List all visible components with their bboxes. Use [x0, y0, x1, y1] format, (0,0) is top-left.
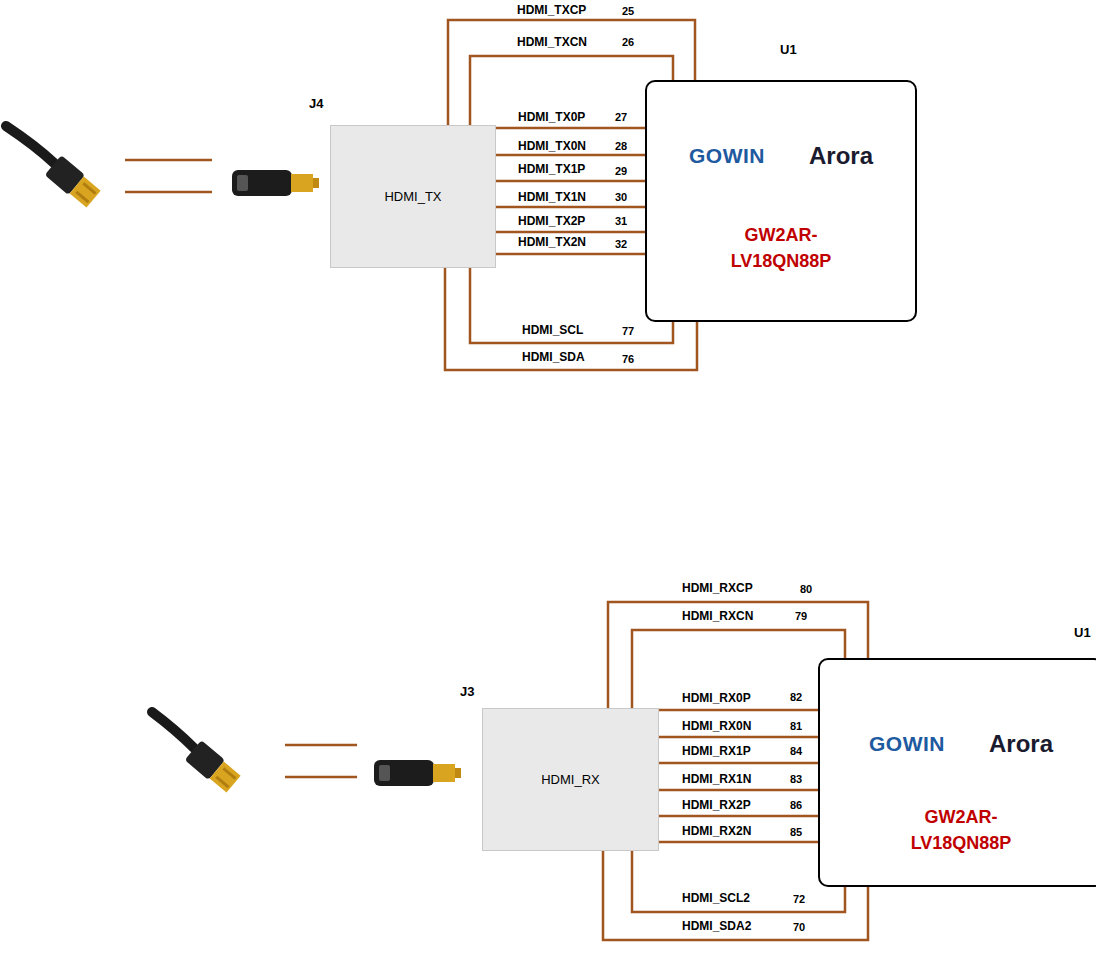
- series-logo: Arora: [989, 730, 1053, 758]
- pin-number: 27: [615, 111, 627, 124]
- pin-number: 85: [790, 826, 802, 839]
- pin-number: 86: [790, 799, 802, 812]
- brand-logo: GOWIN: [689, 144, 765, 168]
- cable-line: [285, 744, 357, 747]
- pin-number: 79: [795, 610, 807, 623]
- hdmi-adapter: [232, 170, 319, 196]
- signal-wire: [632, 630, 845, 708]
- signal-wire: [659, 736, 818, 739]
- pin-number: 72: [793, 893, 805, 906]
- part-number: GW2AR- LV18QN88P: [716, 222, 846, 274]
- signal-name: HDMI_TXCN: [517, 36, 587, 49]
- signal-name: HDMI_SCL: [522, 324, 583, 337]
- hdmi-cable: [152, 712, 242, 794]
- pin-number: 70: [793, 921, 805, 934]
- part-number: GW2AR- LV18QN88P: [896, 804, 1026, 856]
- fpga-chip: GOWINAroraGW2AR- LV18QN88PU1: [818, 658, 1096, 887]
- pin-number: 82: [790, 691, 802, 704]
- signal-name: HDMI_TX1P: [518, 163, 585, 176]
- pin-number: 29: [615, 165, 627, 178]
- pin-number: 28: [615, 140, 627, 153]
- pin-number: 83: [790, 773, 802, 786]
- hdmi-connector: HDMI_RXJ3: [482, 708, 659, 851]
- signal-name: HDMI_TXCP: [517, 4, 586, 17]
- pin-number: 80: [800, 583, 812, 596]
- signal-wire: [496, 206, 645, 209]
- reference-designator: U1: [780, 42, 797, 57]
- brand-logo: GOWIN: [869, 732, 945, 756]
- signal-wire: [659, 841, 818, 844]
- pin-number: 32: [615, 238, 627, 251]
- signal-name: HDMI_RX1P: [682, 745, 751, 758]
- pin-number: 30: [615, 191, 627, 204]
- signal-name: HDMI_RX2P: [682, 799, 751, 812]
- signal-name: HDMI_SDA: [522, 351, 585, 364]
- pin-number: 31: [615, 215, 627, 228]
- reference-designator: U1: [1074, 625, 1091, 640]
- signal-wire: [659, 762, 818, 765]
- pin-number: 25: [622, 5, 634, 18]
- pin-number: 77: [622, 325, 634, 338]
- signal-wire: [470, 268, 673, 343]
- signal-wire: [496, 127, 645, 130]
- fpga-chip: GOWINAroraGW2AR- LV18QN88PU1: [645, 80, 917, 322]
- signal-wire: [659, 789, 818, 792]
- connector-name: HDMI_TX: [384, 189, 441, 204]
- signal-name: HDMI_TX2N: [518, 236, 586, 249]
- signal-name: HDMI_SDA2: [682, 920, 751, 933]
- signal-name: HDMI_TX0N: [518, 140, 586, 153]
- signal-wire: [496, 154, 645, 157]
- reference-designator: J3: [460, 684, 474, 699]
- signal-wire: [496, 180, 645, 183]
- signal-wire: [470, 56, 673, 125]
- hdmi-connector: HDMI_TXJ4: [330, 125, 496, 268]
- cable-line: [285, 776, 357, 779]
- signal-wire: [632, 851, 845, 912]
- signal-name: HDMI_TX1N: [518, 191, 586, 204]
- signal-wire: [496, 231, 645, 234]
- connector-name: HDMI_RX: [541, 772, 600, 787]
- signal-name: HDMI_RX0N: [682, 720, 751, 733]
- cable-line: [125, 159, 212, 162]
- pin-number: 26: [622, 36, 634, 49]
- cable-line: [125, 191, 212, 194]
- signal-name: HDMI_TX2P: [518, 215, 585, 228]
- signal-name: HDMI_RX1N: [682, 773, 751, 786]
- signal-name: HDMI_RXCN: [682, 610, 753, 623]
- signal-name: HDMI_RX0P: [682, 692, 751, 705]
- signal-name: HDMI_RXCP: [682, 582, 753, 595]
- signal-name: HDMI_SCL2: [682, 892, 750, 905]
- pin-number: 84: [790, 745, 802, 758]
- hdmi-adapter: [374, 760, 461, 786]
- signal-wire: [659, 815, 818, 818]
- signal-name: HDMI_TX0P: [518, 111, 585, 124]
- signal-wire: [496, 253, 645, 256]
- series-logo: Arora: [809, 142, 873, 170]
- hdmi-cable: [6, 126, 102, 209]
- pin-number: 81: [790, 720, 802, 733]
- signal-wire: [659, 709, 818, 712]
- reference-designator: J4: [309, 96, 323, 111]
- pin-number: 76: [622, 353, 634, 366]
- signal-name: HDMI_RX2N: [682, 825, 751, 838]
